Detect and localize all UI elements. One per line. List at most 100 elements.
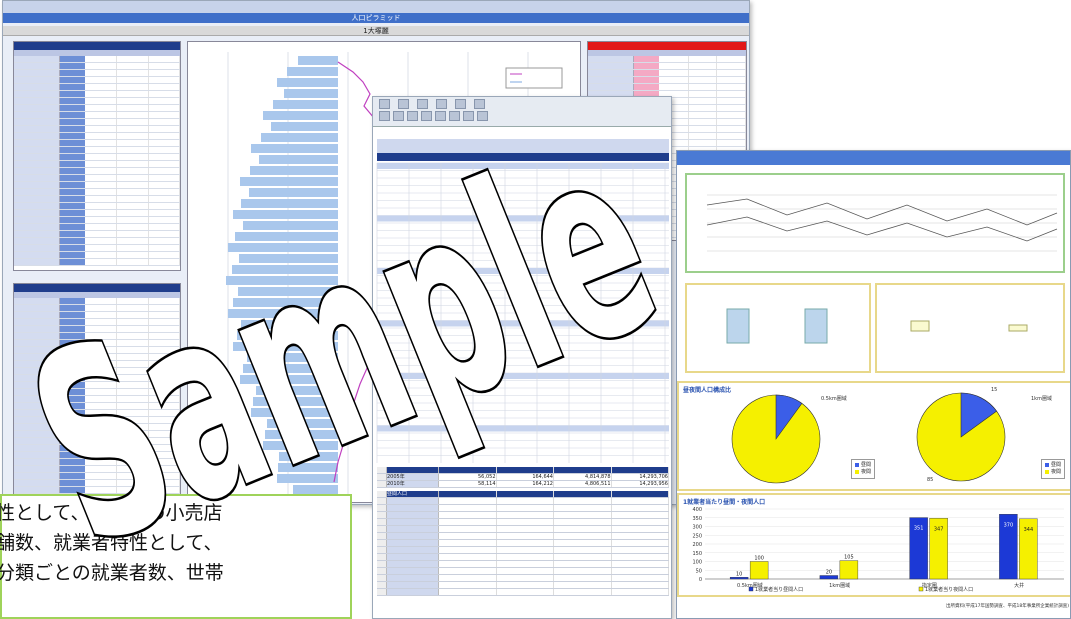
table-row	[14, 424, 180, 431]
x-category-label: 大井	[1014, 582, 1024, 589]
new-icon[interactable]	[379, 111, 390, 121]
table-row	[14, 56, 180, 63]
bar-section-title: 1就業者当たり昼間・夜間人口	[683, 499, 766, 506]
y-tick-label: 250	[692, 533, 702, 539]
pyramid-bar	[298, 56, 338, 65]
table-row	[377, 505, 669, 512]
table-row	[377, 498, 669, 505]
pyramid-bar	[226, 276, 338, 285]
pyramid-bar	[243, 364, 338, 373]
menu-format-icon[interactable]	[455, 99, 466, 109]
undo-icon[interactable]	[477, 111, 488, 121]
pie-right-label: 1km圏域	[1031, 396, 1052, 402]
pyramid-bar	[228, 309, 338, 318]
pyramid-bar	[263, 441, 338, 450]
pyramid-bar	[240, 177, 338, 186]
pyramid-bar	[241, 320, 338, 329]
table-row	[14, 368, 180, 375]
table-row	[588, 77, 747, 84]
pyramid-bar	[250, 166, 338, 175]
table-row	[14, 361, 180, 368]
pyramid-bar	[256, 386, 338, 395]
table-row	[377, 575, 669, 582]
bar-value-label: 351	[914, 526, 924, 532]
menu-file-icon[interactable]	[379, 99, 390, 109]
table-row	[14, 438, 180, 445]
table-row	[377, 554, 669, 561]
bar-day	[999, 514, 1018, 580]
menu-insert-icon[interactable]	[436, 99, 447, 109]
pyramid-chart-svg	[226, 52, 563, 502]
menu-tools-icon[interactable]	[474, 99, 485, 109]
table-row	[377, 526, 669, 533]
spreadsheet-toolbar	[373, 97, 671, 127]
caption-line-1: 性として、産業別の小売店	[0, 502, 223, 524]
pyramid-bar	[247, 353, 338, 362]
cut-icon[interactable]	[435, 111, 446, 121]
pie-left-label: 0.5km圏域	[821, 396, 847, 402]
pyramid-bar	[259, 155, 338, 164]
box-panel-right	[875, 283, 1065, 373]
bar-chart: 400350300250200150100500101000.5km圏域2010…	[692, 507, 1064, 593]
print-icon[interactable]	[421, 111, 432, 121]
table-row	[14, 389, 180, 396]
table-row	[14, 91, 180, 98]
pyramid-bar	[277, 78, 338, 87]
table-row	[377, 540, 669, 547]
table-row	[14, 487, 180, 494]
menu-edit-icon[interactable]	[398, 99, 409, 109]
copy-icon[interactable]	[449, 111, 460, 121]
table-row	[14, 312, 180, 319]
pyramid-bar	[237, 331, 338, 340]
bar-value-label: 10	[736, 571, 742, 577]
table-row	[14, 403, 180, 410]
save-icon[interactable]	[407, 111, 418, 121]
menu-view-icon[interactable]	[417, 99, 428, 109]
bar-day	[909, 517, 928, 580]
box-panel-left	[685, 283, 871, 373]
pyramid-bar	[284, 89, 338, 98]
table-row	[14, 347, 180, 354]
pyramid-bar	[271, 122, 338, 131]
table-row	[14, 459, 180, 466]
table-row	[14, 203, 180, 210]
table-row	[14, 77, 180, 84]
table-row	[14, 245, 180, 252]
pyramid-bar	[278, 463, 338, 472]
male-table-rows	[14, 56, 180, 266]
table-row	[14, 196, 180, 203]
paste-icon[interactable]	[463, 111, 474, 121]
table-row	[588, 56, 747, 63]
y-tick-label: 200	[692, 542, 702, 548]
table-row	[377, 561, 669, 568]
pyramid-title: 人口ピラミッド	[3, 13, 749, 23]
table-row	[14, 133, 180, 140]
table-row	[14, 298, 180, 305]
mid-grid	[376, 139, 669, 463]
pyramid-bar	[273, 100, 338, 109]
bar-legend-entry: 1就業者当り昼間人口	[755, 586, 803, 593]
pyramid-bar	[265, 430, 338, 439]
bar-day	[819, 575, 839, 580]
female-table	[13, 283, 181, 503]
pyramid-bar	[233, 210, 338, 219]
table-row	[14, 396, 180, 403]
pie-left-legend: 昼間 夜間	[851, 459, 876, 479]
table-row	[14, 382, 180, 389]
dashboard-sheet: 昼夜間人口構成比 0.5km圏域 1km圏域 15 85 昼間 夜間 昼間 夜間…	[676, 150, 1071, 619]
table-row	[14, 98, 180, 105]
y-tick-label: 150	[692, 551, 702, 557]
open-icon[interactable]	[393, 111, 404, 121]
table-row	[14, 189, 180, 196]
table-row	[14, 126, 180, 133]
table-row	[14, 154, 180, 161]
table-row	[14, 210, 180, 217]
pie-right-top-number: 15	[991, 387, 998, 393]
caption-line-2: 舗数、就業者特性として、	[0, 532, 223, 554]
caption-box: 性として、産業別の小売店 舗数、就業者特性として、 分類ごとの就業者数、世帯	[0, 494, 352, 619]
pyramid-bar	[287, 67, 338, 76]
pyramid-bar	[249, 188, 338, 197]
table-row	[588, 63, 747, 70]
pyramid-bar	[267, 419, 338, 428]
sheet-top-strip	[3, 1, 749, 13]
